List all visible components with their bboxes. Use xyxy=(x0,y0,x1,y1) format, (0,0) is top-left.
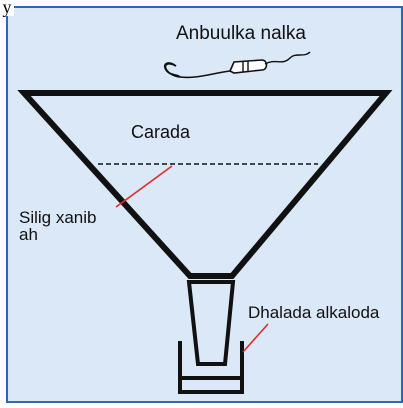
funnel-stem xyxy=(186,280,236,366)
line-leader xyxy=(115,165,173,208)
tube-label: Dhalada alkaloda xyxy=(248,303,380,322)
pipette-bulb-end xyxy=(163,62,181,78)
line-label-continued: ah xyxy=(19,225,38,244)
line-label: Silig xanib xyxy=(19,208,97,227)
pipette-label: Anbuulka nalka xyxy=(176,23,306,44)
corner-glyph: y xyxy=(0,0,14,16)
pipette-icon xyxy=(163,51,311,79)
alkaloid-tube xyxy=(178,341,244,394)
filter-label: Carada xyxy=(131,122,191,142)
tube-leader xyxy=(242,323,269,353)
pipette-tail xyxy=(264,51,311,65)
funnel-shape xyxy=(17,90,393,279)
diagram-panel xyxy=(6,6,403,403)
